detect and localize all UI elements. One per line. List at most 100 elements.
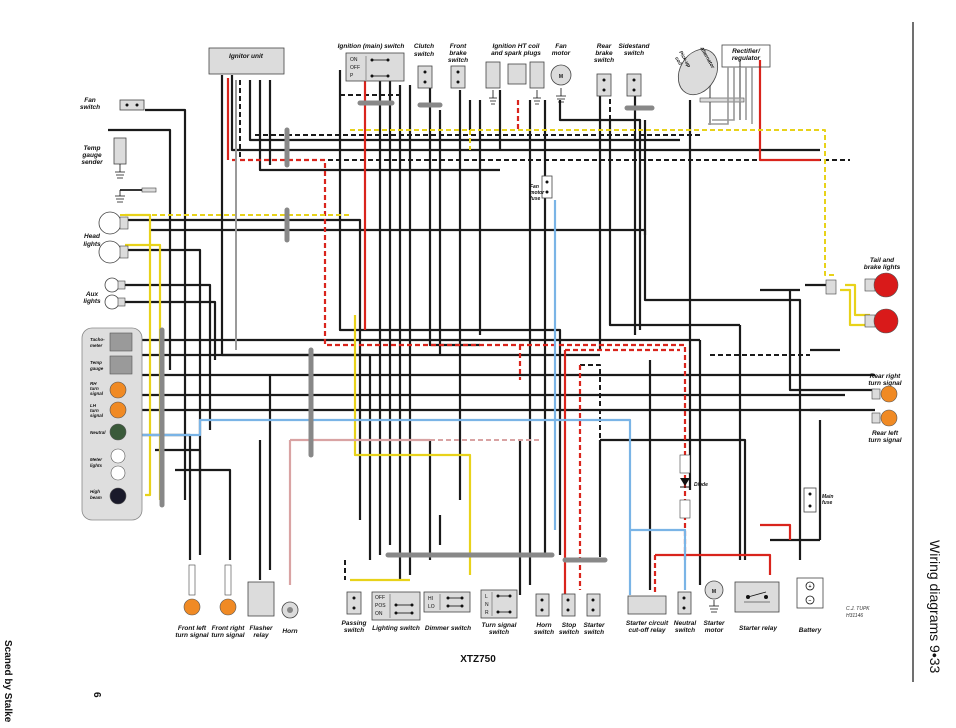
scan-credit: Scaned by Stalke <box>2 640 13 723</box>
rear-right-label-2: turn signal <box>868 380 901 387</box>
meter-light-1 <box>110 448 126 464</box>
fan-motor: Fan motor M <box>550 43 572 103</box>
fan-fuse-label-2: motor <box>530 190 545 196</box>
ignition-pos-on: ON <box>350 57 358 63</box>
temp-sender-label-1: Temp <box>83 145 100 152</box>
aux-lights-label-2: lights <box>83 298 101 305</box>
lh-turn-label-3: signal <box>90 413 104 418</box>
tachometer-label-2: meter <box>90 343 103 348</box>
diode: Diode <box>679 454 708 519</box>
rear-right-label-1: Rear right <box>870 373 902 380</box>
sidestand-label-1: Sidestand <box>618 43 650 50</box>
turn-pos-n: N <box>485 602 489 608</box>
tail-brake-label-1: Tail and <box>870 257 895 264</box>
turn-pos-l: L <box>485 594 488 600</box>
tail-brake-label-2: brake lights <box>864 264 901 271</box>
rear-left-label-1: Rear left <box>872 430 899 437</box>
battery: + − Battery <box>796 577 824 634</box>
ignition-pos-p: P <box>350 73 354 79</box>
front-left-label-2: turn signal <box>175 632 208 639</box>
turn-switch-label-2: switch <box>489 629 509 636</box>
ignition-switch-label: Ignition (main) switch <box>338 43 405 50</box>
neutral-switch-label-1: Neutral <box>674 620 697 627</box>
stop-switch-label-1: Stop <box>562 622 576 629</box>
fan-switch-label-1: Fan <box>84 97 96 104</box>
meter-lights-label-2: lights <box>90 463 102 468</box>
svg-text:−: − <box>809 598 812 604</box>
flasher-label-2: relay <box>253 632 269 639</box>
passing-switch: Passing switch <box>342 591 367 634</box>
starter-motor-label-1: Starter <box>704 620 725 627</box>
horn-label: Horn <box>282 628 297 635</box>
neutral-switch-label-2: switch <box>675 627 695 634</box>
meter-light-2 <box>110 465 126 481</box>
horn: Horn <box>281 601 299 635</box>
ignition-switch: Ignition (main) switch ON OFF P <box>338 43 405 82</box>
lighting-pos-on: ON <box>375 611 383 617</box>
horn-switch: Horn switch <box>534 593 554 636</box>
artist-credit: C.J. TUPK <box>846 606 870 612</box>
passing-label-2: switch <box>344 627 364 634</box>
clutch-switch: Clutch switch <box>414 43 434 89</box>
dimmer-switch-label: Dimmer switch <box>425 625 471 632</box>
cutoff-label-1: Starter circuit <box>626 620 669 627</box>
high-beam-label-1: High <box>90 489 100 494</box>
wire-harness <box>108 60 875 595</box>
sidestand-switch: Sidestand switch <box>618 43 651 97</box>
starter-switch-label-2: switch <box>584 629 604 636</box>
fan-motor-label-2: motor <box>552 50 571 57</box>
starter-cutoff-relay: Starter circuit cut-off relay <box>626 595 669 634</box>
ignition-ht-coil: Ignition HT coil and spark plugs <box>485 43 545 105</box>
rear-brake-label-3: switch <box>594 57 614 64</box>
rear-brake-switch: Rear brake switch <box>594 43 614 97</box>
starter-motor: M Starter motor <box>704 580 725 634</box>
rh-turn-label-3: signal <box>90 391 104 396</box>
alternator: Pick-up coil Alternator <box>673 45 745 103</box>
fan-motor-label-1: Fan <box>555 43 567 50</box>
fan-switch-label-2: switch <box>80 104 100 111</box>
ignition-ht-label-2: and spark plugs <box>491 50 541 57</box>
head-lights-label-1: Head <box>84 233 101 240</box>
rectifier-label-2: regulator <box>732 55 761 62</box>
fan-motor-fuse: Fan motor fuse <box>530 175 553 202</box>
ignitor-unit: Ignitor unit <box>208 47 285 75</box>
meter-lights-label-1: Meter <box>90 457 102 462</box>
battery-label: Battery <box>799 627 822 634</box>
turn-switch-label-1: Turn signal <box>482 622 517 629</box>
main-fuse-label-1: Main <box>822 494 833 500</box>
front-brake-label-3: switch <box>448 57 468 64</box>
ignitor-unit-label: Ignitor unit <box>229 53 264 60</box>
rear-brake-label-1: Rear <box>597 43 612 50</box>
turn-signal-switch: L N R Turn signal switch <box>480 589 518 636</box>
temp-sender-label-2: gauge <box>81 152 102 159</box>
fan-switch: Fan switch <box>80 97 145 111</box>
starter-relay-label: Starter relay <box>739 625 777 632</box>
stop-switch-label-2: switch <box>559 629 579 636</box>
temp-gauge-sender: Temp gauge sender <box>81 137 157 203</box>
tachometer <box>109 332 133 352</box>
passing-label-1: Passing <box>342 620 367 627</box>
neutral-label: Neutral <box>90 430 106 435</box>
rear-left-label-2: turn signal <box>868 437 901 444</box>
rear-left-turn-signal: Rear left turn signal <box>868 409 902 444</box>
rectifier-label-1: Rectifier/ <box>732 48 761 55</box>
diode-label: Diode <box>694 482 708 488</box>
rear-brake-label-2: brake <box>595 50 613 57</box>
clutch-switch-label-1: Clutch <box>414 43 434 50</box>
front-left-label-1: Front left <box>178 625 207 632</box>
front-right-label-1: Front right <box>212 625 246 632</box>
high-beam-label-2: beam <box>90 495 102 500</box>
temp-gauge-label-1: Temp <box>90 360 102 365</box>
dimmer-pos-hi: HI <box>428 596 433 602</box>
front-brake-label-1: Front <box>450 43 467 50</box>
temp-gauge <box>109 355 133 375</box>
fan-fuse-label-3: fuse <box>530 196 541 202</box>
temp-sender-label-3: sender <box>81 159 103 166</box>
ignition-ht-label-1: Ignition HT coil <box>493 43 540 50</box>
front-brake-switch: Front brake switch <box>448 43 468 89</box>
tail-brake-lights: Tail and brake lights <box>825 257 901 334</box>
fan-fuse-label-1: Fan <box>530 184 539 190</box>
side-caption: Wiring diagrams 9•33 <box>927 540 943 674</box>
head-lights: Head lights <box>83 211 129 264</box>
